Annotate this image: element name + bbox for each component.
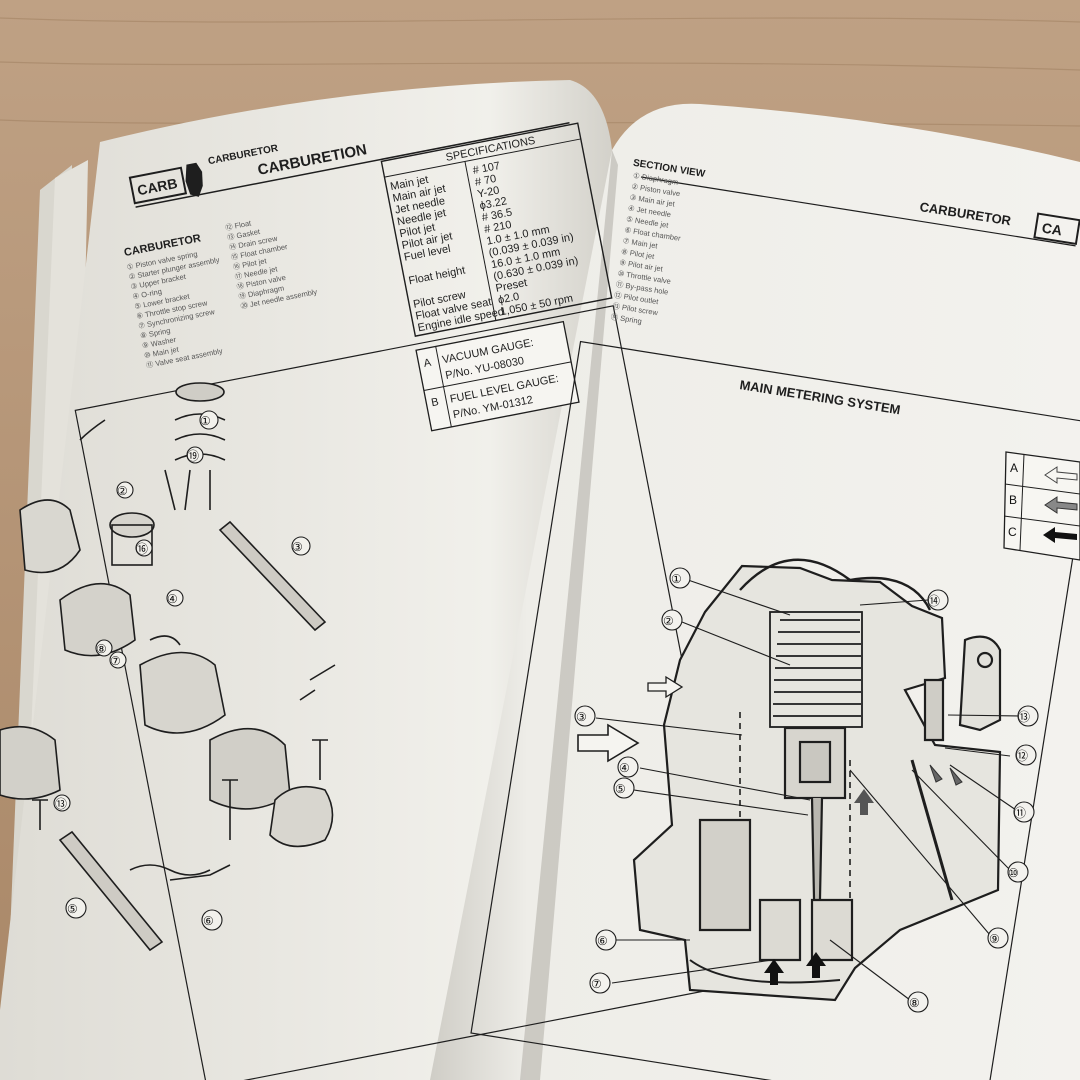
callout-number: ① — [671, 572, 682, 586]
book-gutter — [520, 150, 618, 1080]
callout-number: ③ — [576, 710, 587, 724]
callout-number: ⑭ — [928, 594, 940, 608]
callout-number: ⑦ — [591, 977, 602, 991]
spec-value: ϕ2.0 — [497, 291, 520, 307]
callout-number: ⑧ — [909, 996, 920, 1010]
spec-value: Y-20 — [476, 185, 500, 201]
callout-number: ⑦ — [110, 654, 121, 668]
right-header-rule — [640, 176, 1076, 247]
fuel-up-arrow-icon — [854, 789, 874, 815]
callout-number: ③ — [292, 540, 303, 554]
special-tools-box: A VACUUM GAUGE: P/No. YU-08030 B FUEL LE… — [415, 320, 580, 432]
bypass-arrow-icon — [929, 764, 963, 786]
legend-key: A — [1010, 461, 1018, 475]
callout-number: ⑤ — [615, 782, 626, 796]
callout-number: ① — [200, 414, 211, 428]
callout-number: ② — [117, 484, 128, 498]
callout-number: ⑥ — [597, 934, 608, 948]
callout-number: ⑪ — [1014, 806, 1026, 820]
callout-number: ④ — [167, 592, 178, 606]
spec-value: # 210 — [483, 219, 512, 236]
carb-tag: CARB — [136, 175, 179, 198]
specifications-table: SPECIFICATIONS Main jet # 107 Main air j… — [380, 122, 613, 337]
carburetor-silhouette-icon — [185, 162, 203, 197]
arrow-hatched-icon — [1044, 496, 1078, 514]
callout-number: ⑫ — [1016, 749, 1028, 763]
right-tag-box — [1033, 212, 1080, 246]
exploded-carburetor-drawing — [0, 382, 336, 952]
spec-value: # 70 — [474, 173, 497, 189]
legend-key: B — [1009, 493, 1017, 507]
air-intake-arrow-small-icon — [647, 675, 684, 699]
callout-number: ⑩ — [1008, 866, 1019, 880]
callout-number: ⑨ — [989, 932, 1000, 946]
callout-number: ⑥ — [203, 914, 214, 928]
left-page — [0, 80, 612, 1080]
arrow-light-icon — [1044, 466, 1078, 484]
callout-number: ⑤ — [67, 902, 78, 916]
carburetor-cross-section — [632, 558, 1002, 1002]
callout-number: ⑬ — [55, 797, 67, 811]
callout-number: ⑯ — [136, 542, 148, 556]
callout-number: ⑧ — [96, 642, 107, 656]
left-header-rule — [135, 122, 570, 208]
arrow-solid-icon — [1043, 527, 1077, 543]
air-intake-arrow-icon — [577, 723, 640, 763]
callout-number: ④ — [619, 761, 630, 775]
right-callouts: ① ② ③ ④ ⑤ ⑥ ⑦ ⑧ ⑨ ⑩ ⑪ ⑫ ⑬ ⑭ — [574, 567, 1039, 1013]
right-tag: CA — [1041, 219, 1063, 238]
callout-number: ② — [663, 614, 674, 628]
left-callouts: ① ② ③ ④ ⑤ ⑥ ⑦ ⑧ ⑬ ⑯ ⑲ — [53, 410, 311, 931]
legend-key: C — [1008, 525, 1017, 539]
tool-key: B — [430, 396, 439, 409]
tool-key: A — [423, 357, 433, 370]
callout-number: ⑬ — [1018, 710, 1030, 724]
leader-lines — [595, 579, 1019, 1001]
fuel-up-arrow-icon — [764, 959, 784, 985]
spec-value: # 36.5 — [481, 206, 513, 224]
carb-tag-box — [128, 166, 188, 205]
flow-legend: A B C — [1003, 451, 1080, 561]
spec-value: ϕ3.22 — [479, 195, 508, 212]
exploded-view-frame — [74, 305, 746, 1080]
metering-figure-frame — [470, 340, 1080, 1080]
spec-value: # 107 — [472, 160, 501, 177]
fuel-up-arrow-icon — [806, 952, 826, 978]
callout-number: ⑲ — [187, 449, 199, 463]
spec-value: Preset — [495, 277, 529, 295]
flow-arrows — [577, 675, 963, 985]
